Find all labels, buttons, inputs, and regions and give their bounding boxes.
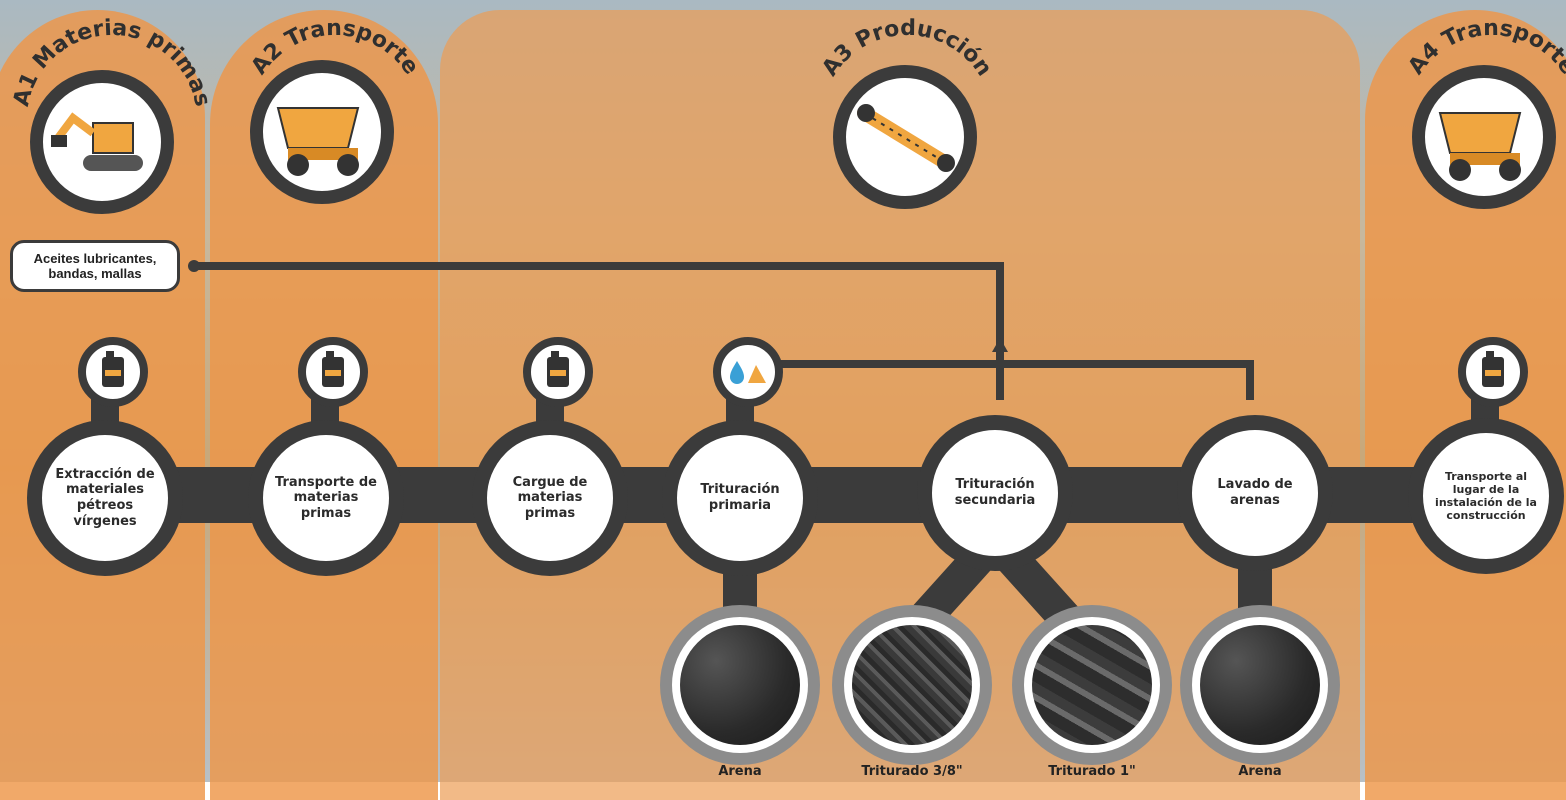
process-node-lavado-arenas: Lavado de arenas: [1177, 415, 1333, 571]
product-sand-primary: [660, 605, 820, 765]
fuel-can-icon: [78, 337, 148, 407]
input-materials-box: Aceites lubricantes, bandas, mallas: [10, 240, 180, 292]
process-node-transporte-construccion: Transporte al lugar de la instalación de…: [1408, 418, 1564, 574]
product-crushed-1: [1012, 605, 1172, 765]
product-label-arena-2: Arena: [1238, 764, 1282, 779]
dump-truck-icon: [250, 60, 394, 204]
input-line-2: bandas, mallas: [48, 266, 142, 281]
product-label-triturado-1: Triturado 1": [1048, 764, 1136, 779]
fuel-can-icon: [1458, 337, 1528, 407]
process-node-trituracion-primaria: Trituración primaria: [662, 420, 818, 576]
product-sand-washed: [1180, 605, 1340, 765]
dump-truck-icon: [1412, 65, 1556, 209]
process-node-extraccion: Extracción de materiales pétreos vírgene…: [27, 420, 183, 576]
fuel-can-icon: [298, 337, 368, 407]
coarse-gravel-texture-icon: [1032, 625, 1152, 745]
gravel-texture-icon: [852, 625, 972, 745]
product-label-arena-1: Arena: [718, 764, 762, 779]
process-node-trituracion-secundaria: Trituración secundaria: [917, 415, 1073, 571]
product-label-triturado-3-8: Triturado 3/8": [861, 764, 963, 779]
process-node-cargue: Cargue de materias primas: [472, 420, 628, 576]
input-line-1: Aceites lubricantes,: [33, 251, 157, 266]
fuel-can-icon: [523, 337, 593, 407]
process-node-transporte-materias: Transporte de materias primas: [248, 420, 404, 576]
product-crushed-3-8: [832, 605, 992, 765]
sand-texture-icon: [1200, 625, 1320, 745]
sand-texture-icon: [680, 625, 800, 745]
water-and-aggregate-icon: [713, 337, 783, 407]
